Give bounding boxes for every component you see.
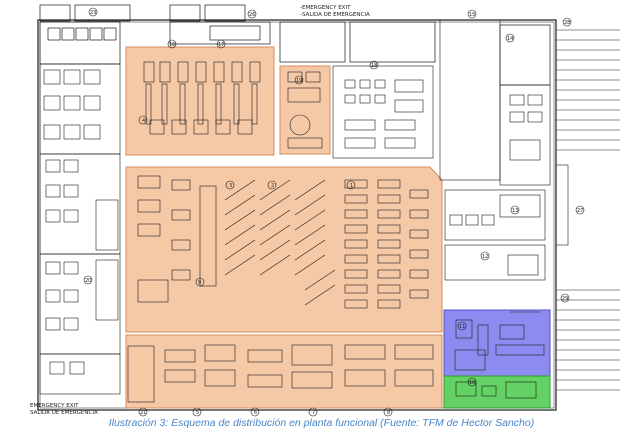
zone-main [125,166,443,333]
zone4-machines [143,61,261,135]
zone-number-texts: 23 26 15 28 27 29 21 5 6 7 8 20 4 3 2 1 … [85,10,583,416]
zone-21-label: 21 [140,410,146,416]
zone-6-label: 6 [254,410,257,416]
zone-18-label: 18 [371,63,377,69]
zone-14-label: 14 [507,36,513,42]
zone-16-label: 16 [169,42,175,48]
zone-12-label: 12 [482,254,488,260]
zone-2-label: 2 [271,183,274,189]
zone-10-label: 10 [469,380,475,386]
zone19-machines [287,71,323,149]
emergency-exit-bottom-line1: EMERGENCY EXIT [30,403,79,409]
zone-27-label: 27 [577,208,583,214]
top-rooms [39,4,551,86]
zone-7-label: 7 [312,410,315,416]
zone-20-label: 20 [85,278,91,284]
emergency-exit-top-line2: -SALIDA DE EMERGENCIA [300,12,370,18]
bottom-zone-machines [127,344,434,403]
zone-19 [279,65,331,155]
figure-caption: Ilustración 3: Esquema de distribución e… [108,417,535,429]
zone-green-office [443,375,551,409]
zone-29-label: 29 [562,296,568,302]
zone-5-label: 5 [196,410,199,416]
zone-17-label: 17 [218,42,224,48]
zone-15-label: 15 [469,12,475,18]
zone-3-label: 3 [229,183,232,189]
production-area [125,46,443,409]
zone-4-label: 4 [142,118,145,124]
emergency-exit-top-line1: -EMERGENCY EXIT [300,5,351,11]
zone-blue-office [443,309,551,377]
zone-8-label: 8 [387,410,390,416]
offices-upper [332,65,434,159]
zone-13-label: 13 [512,208,518,214]
zone-bottom [125,334,443,409]
main-zone-machines [137,175,429,309]
zone-26-label: 26 [249,12,255,18]
zone-23-label: 23 [90,10,96,16]
zone-1-label: 1 [350,183,353,189]
zone-28-label: 28 [564,20,570,26]
emergency-exit-bottom-line2: SALIDA DE EMERGENCIA [30,410,98,416]
zone-9-label: 9 [198,280,201,286]
zone-4 [125,46,275,156]
green-office-furniture [455,381,537,399]
zone-11-label: 11 [459,324,465,330]
left-offices [39,63,121,395]
zone-number-markers [83,7,585,417]
right-blocks [439,19,620,391]
zone-19-label: 19 [296,78,302,84]
blue-office-furniture [454,311,545,371]
